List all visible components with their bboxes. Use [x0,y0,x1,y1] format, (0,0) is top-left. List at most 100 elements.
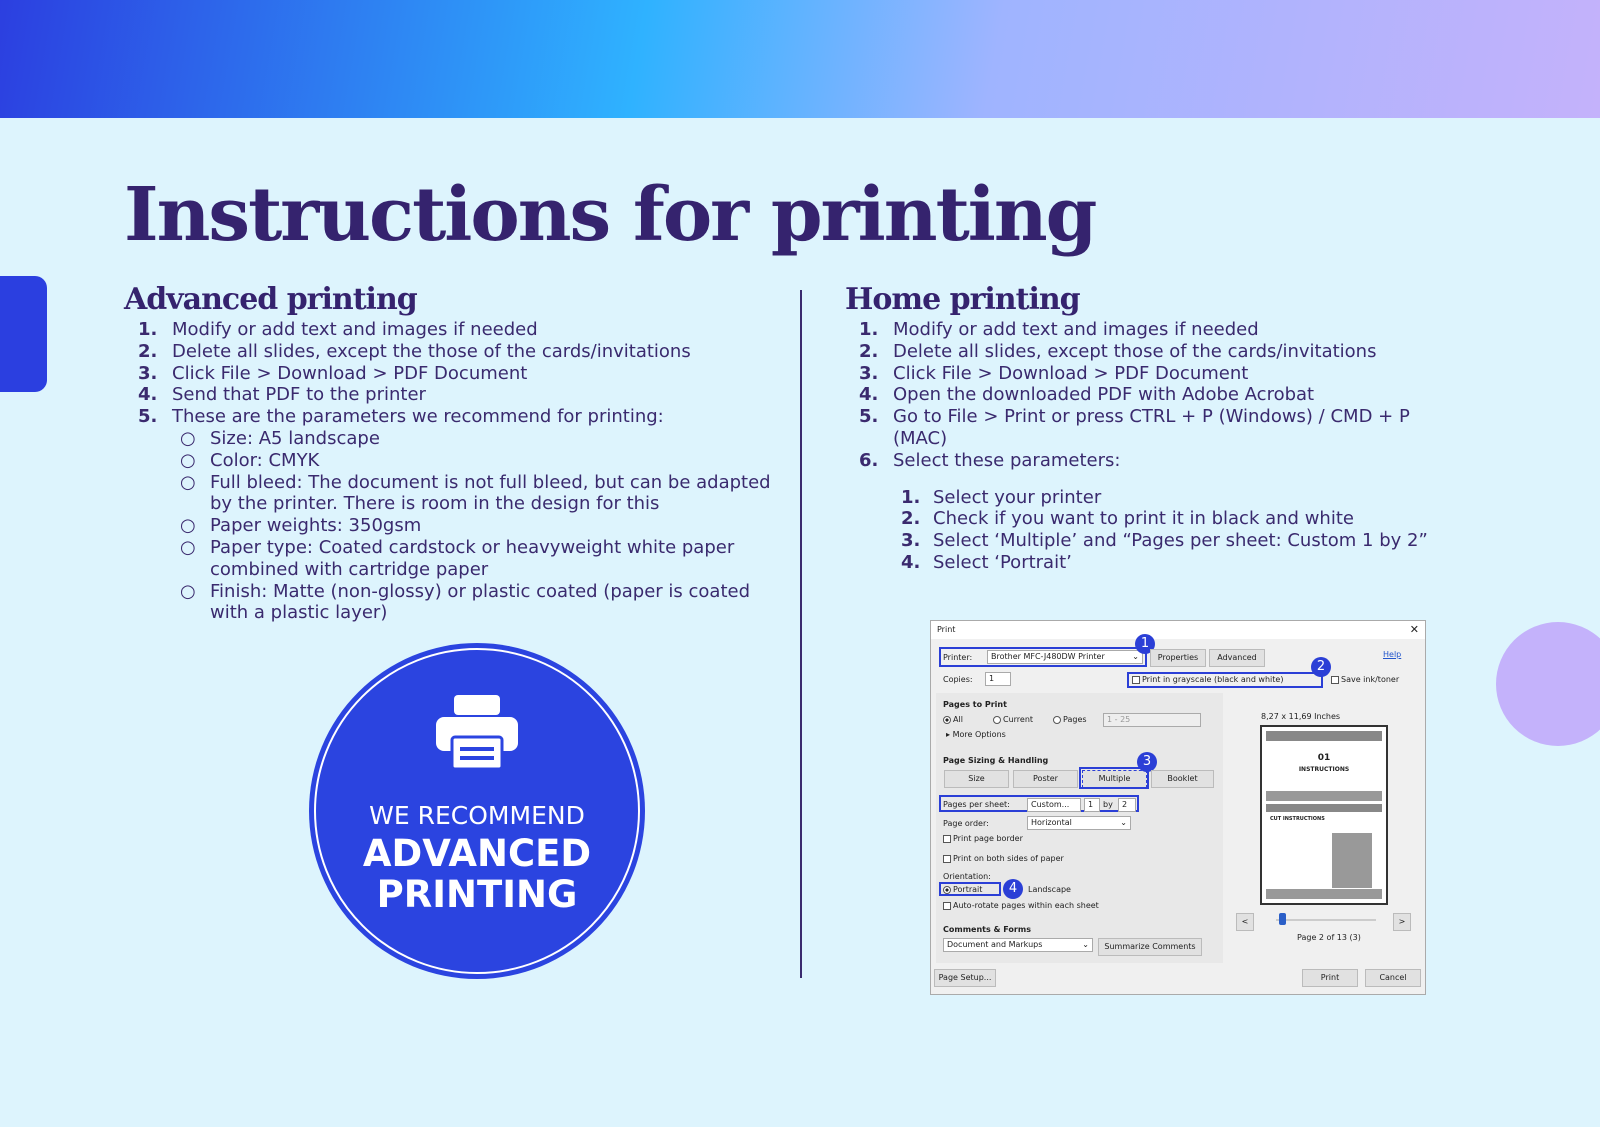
advanced-heading: Advanced printing [124,282,418,317]
list-item: 1. Modify or add text and images if neede… [124,319,784,341]
pps-label: Pages per sheet: [943,800,1010,809]
preview-number: 01 [1317,753,1331,763]
list-text: Paper weights: 350gsm [210,515,422,537]
side-tab-decoration [0,276,47,392]
callout-box-4 [939,882,1001,896]
list-text: Click File > Download > PDF Document [172,362,528,384]
list-text: Select ‘Portrait’ [933,551,1072,573]
list-item: ○Full bleed: The document is not full bl… [124,472,784,516]
list-item: 3.Select ‘Multiple’ and “Pages per sheet… [845,530,1465,552]
by-label: by [1103,800,1113,809]
radio-pages[interactable]: Pages [1053,715,1087,724]
list-text: Go to File > Print or press CTRL + P (Wi… [893,406,1410,449]
list-item: 2. Delete all slides, except those of the… [845,341,1465,363]
radio-landscape[interactable]: Landscape [1028,885,1071,894]
list-number: 2. [859,340,879,362]
list-text: Modify or add text and images if needed [172,319,538,340]
grayscale-checkbox[interactable]: Print in grayscale (black and white) [1132,675,1283,684]
page-order-select[interactable]: Horizontal⌄ [1027,816,1131,830]
radio-portrait[interactable]: Portrait [943,885,982,894]
page-slider[interactable] [1276,919,1376,921]
size-button[interactable]: Size [944,770,1009,788]
pps-y-input[interactable]: 2 [1118,798,1136,812]
properties-button[interactable]: Properties [1150,649,1206,667]
list-number: 5. [859,406,879,428]
radio-current[interactable]: Current [993,715,1033,724]
advanced-button[interactable]: Advanced [1209,649,1265,667]
page-info: Page 2 of 13 (3) [1297,933,1361,942]
page-setup-button[interactable]: Page Setup... [934,969,996,987]
list-number: 1. [901,486,921,508]
list-number: 2. [138,340,158,362]
pps-select[interactable]: Custom... [1027,798,1081,812]
list-number: 4. [859,384,879,406]
save-ink-checkbox[interactable]: Save ink/toner [1331,675,1399,684]
next-page-button[interactable]: > [1393,913,1411,931]
callout-3: 3 [1137,752,1157,772]
list-text: Select your printer [933,486,1102,508]
both-sides-checkbox[interactable]: Print on both sides of paper [943,854,1064,863]
list-item: 3.Click File > Download > PDF Document [845,363,1465,385]
list-text: Finish: Matte (non-glossy) or plastic co… [210,580,750,624]
cancel-button[interactable]: Cancel [1365,969,1421,987]
radio-all[interactable]: All [943,715,963,724]
paper-size-label: 8,27 x 11,69 Inches [1261,712,1341,721]
help-link[interactable]: Help [1383,650,1402,659]
home-steps: 1.Modify or add text and images if neede… [845,319,1465,472]
bullet-icon: ○ [180,515,196,537]
bullet-icon: ○ [180,449,196,471]
page-slider-thumb[interactable] [1279,913,1286,925]
advanced-params: ○Size: A5 landscape○Color: CMYK○Full ble… [124,428,784,624]
list-item: 4.Send that PDF to the printer [124,384,784,406]
list-text: Send that PDF to the printer [172,384,426,406]
list-item: ○Size: A5 landscape [124,428,784,450]
sizing-label: Page Sizing & Handling [943,756,1049,765]
list-item: 4.Open the downloaded PDF with Adobe Acr… [845,384,1465,406]
list-number: 1. [859,319,879,340]
home-heading: Home printing [845,282,1081,317]
prev-page-button[interactable]: < [1236,913,1254,931]
list-item: 2. Delete all slides, except the those of… [124,341,784,363]
page-title: Instructions for printing [124,172,1097,258]
close-icon[interactable]: ✕ [1409,623,1419,636]
list-text: Delete all slides, except the those of t… [172,340,691,362]
list-item: ○ Finish: Matte (non-glossy) or plastic c… [124,581,784,625]
callout-box-3 [1079,767,1149,789]
list-item: 4. Select ‘Portrait’ [845,552,1465,574]
pages-range-input[interactable]: 1 - 25 [1103,713,1201,727]
copies-input[interactable]: 1 [985,672,1011,686]
bullet-icon: ○ [180,580,196,602]
comments-select[interactable]: Document and Markups⌄ [943,938,1093,952]
poster-button[interactable]: Poster [1013,770,1078,788]
more-options-toggle[interactable]: ▸ More Options [946,730,1006,739]
list-text: Full bleed: The document is not full ble… [210,471,771,515]
print-border-checkbox[interactable]: Print page border [943,834,1023,843]
list-text: Select ‘Multiple’ and “Pages per sheet: … [933,530,1428,552]
printer-label: Printer: [943,653,973,662]
pps-x-input[interactable]: 1 [1084,798,1100,812]
print-button[interactable]: Print [1302,969,1358,987]
list-text: Select these parameters: [893,449,1121,471]
list-text: Click File > Download > PDF Document [893,362,1249,384]
list-number: 3. [138,362,158,384]
preview-subtitle: CUT INSTRUCTIONS [1270,816,1325,822]
list-number: 1. [138,319,158,340]
list-number: 4. [901,551,921,573]
bullet-icon: ○ [180,536,196,558]
booklet-button[interactable]: Booklet [1151,770,1214,788]
printer-select[interactable]: Brother MFC-J480DW Printer⌄ [987,650,1143,664]
list-text: Delete all slides, except those of the c… [893,340,1377,362]
pages-to-print-label: Pages to Print [943,700,1007,709]
list-text: These are the parameters we recommend fo… [172,406,664,428]
summarize-comments-button[interactable]: Summarize Comments [1098,938,1202,956]
list-item: 1.Modify or add text and images if neede… [845,319,1465,341]
bullet-icon: ○ [180,427,196,449]
auto-rotate-checkbox[interactable]: Auto-rotate pages within each sheet [943,901,1099,910]
list-item: 6.Select these parameters: [845,450,1465,472]
header-banner [0,0,1600,118]
copies-label: Copies: [943,675,973,684]
dialog-title: Print [937,625,956,634]
list-number: 5. [138,406,158,428]
advanced-steps: 1. Modify or add text and images if neede… [124,319,784,428]
